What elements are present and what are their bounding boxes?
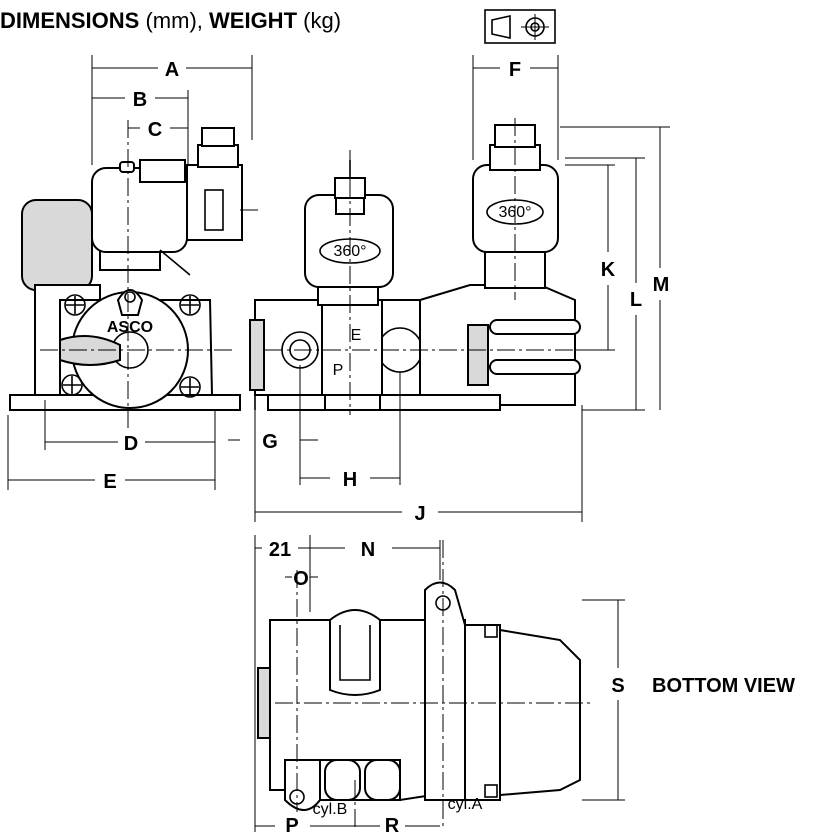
title-dimensions: DIMENSIONS [0, 8, 140, 33]
side-view: E P 360° 360° [249, 118, 600, 415]
dim-label-f: F [509, 59, 521, 81]
cyl-a-label: cyl.A [448, 796, 483, 813]
page-title: DIMENSIONS (mm), WEIGHT (kg) [0, 8, 341, 34]
dim-label-m: M [653, 274, 670, 296]
third-angle-projection-icon [484, 9, 556, 44]
port-e-label: E [351, 327, 362, 344]
bottom-view [257, 540, 590, 830]
title-units: (mm), [139, 8, 210, 33]
screw-icon [179, 294, 201, 316]
asco-brand-label: ASCO [107, 319, 153, 336]
port-p-label: P [333, 362, 344, 379]
title-weight: WEIGHT [209, 8, 298, 33]
dim-label-a: A [165, 59, 179, 81]
dim-label-b: B [133, 89, 147, 111]
screw-icon [64, 294, 86, 316]
bottom-view-label: BOTTOM VIEW [652, 675, 795, 697]
dim-label-e: E [103, 471, 116, 493]
title-weight-units: (kg) [297, 8, 342, 33]
front-dimensions [7, 55, 253, 490]
dim-label-g: G [262, 431, 278, 453]
dim-label-s: S [611, 675, 624, 697]
dim-label-o: O [293, 568, 309, 590]
front-view: ASCO [9, 120, 258, 430]
bottom-dimensions [254, 535, 625, 832]
dim-label-d: D [124, 433, 138, 455]
dim-label-21: 21 [269, 539, 291, 561]
dim-label-k: K [601, 259, 616, 281]
cyl-b-label: cyl.B [313, 801, 348, 818]
screw-icon [61, 374, 83, 396]
dim-label-r: R [385, 815, 400, 832]
side-dimensions [228, 55, 670, 522]
dim-label-p: P [285, 815, 298, 832]
dim-label-l: L [630, 289, 642, 311]
dim-label-c: C [148, 119, 162, 141]
dimension-labels: A B C D E F G H J K L M N O P R S 21 [103, 59, 669, 832]
dim-label-h: H [343, 469, 357, 491]
screw-icon [179, 376, 201, 398]
dim-label-j: J [414, 503, 425, 525]
dim-label-n: N [361, 539, 375, 561]
